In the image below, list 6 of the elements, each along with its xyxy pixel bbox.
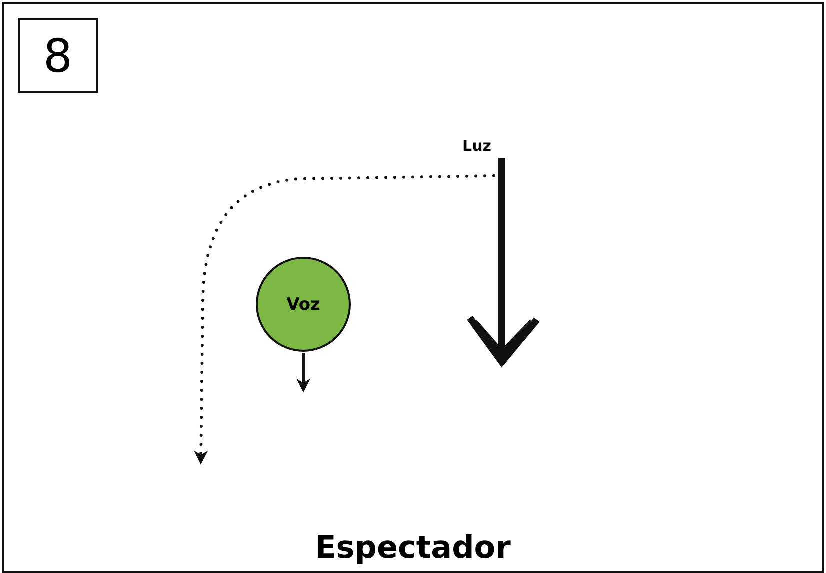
dotted-arrow xyxy=(194,174,496,465)
voice-circle: Voz xyxy=(256,257,351,352)
audience-label: Espectador xyxy=(315,530,511,566)
light-label: Luz xyxy=(456,134,498,158)
arrow xyxy=(296,353,310,393)
number-box: 8 xyxy=(18,18,98,93)
